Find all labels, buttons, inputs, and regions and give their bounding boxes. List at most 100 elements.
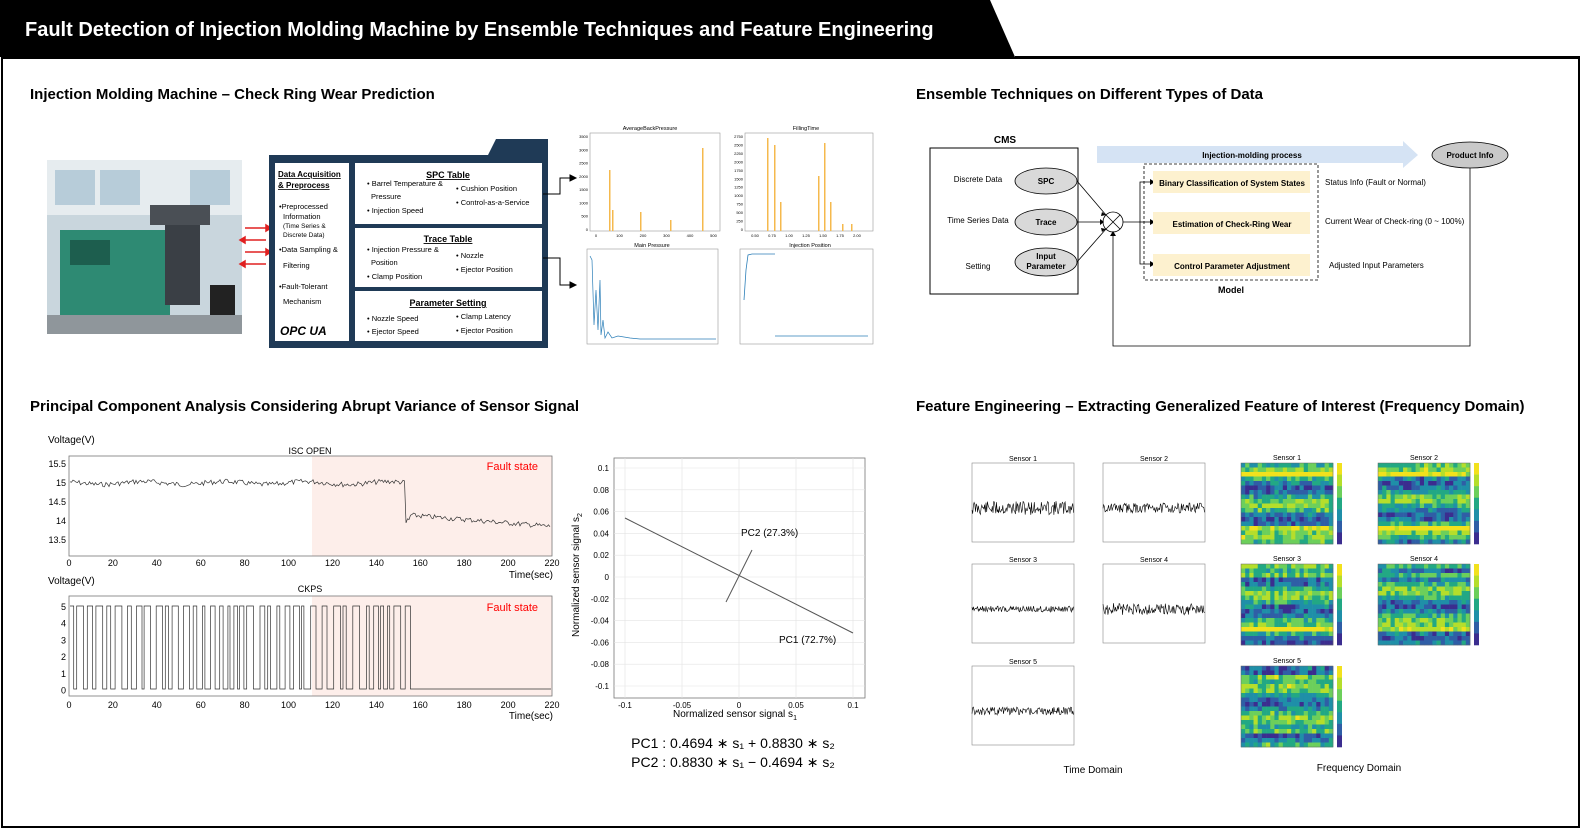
spectrogram-cell <box>1245 688 1250 694</box>
spectrogram-cell <box>1316 693 1321 698</box>
spectrogram-cell <box>1390 517 1396 522</box>
spectrogram-cell <box>1287 738 1292 743</box>
spectrogram-cell <box>1424 622 1429 628</box>
spectrogram-cell <box>1316 604 1321 610</box>
spectrogram-cell <box>1378 481 1383 486</box>
spectrogram-cell <box>1415 494 1421 500</box>
spectrogram-cell <box>1278 613 1284 619</box>
spectrogram-cell <box>1403 591 1408 596</box>
spectrogram-cell <box>1403 577 1408 583</box>
spectrogram-cell <box>1257 481 1263 486</box>
spectrogram-cell <box>1390 618 1396 623</box>
spectrogram-cell <box>1261 729 1267 734</box>
spectrogram-cell <box>1411 494 1416 500</box>
spectrogram-cell <box>1316 499 1321 504</box>
spectrogram-cell <box>1303 640 1309 646</box>
spectrogram-cell <box>1266 679 1271 685</box>
spectrogram-cell <box>1453 490 1458 495</box>
tick-label: -0.08 <box>591 660 610 669</box>
spectrogram-cell <box>1257 577 1263 583</box>
spectrogram-cell <box>1241 526 1246 531</box>
spectrogram-cell <box>1382 463 1387 468</box>
spectrogram-cell <box>1328 586 1334 592</box>
spectrogram-cell <box>1291 577 1296 583</box>
spectrogram-cell <box>1378 577 1383 583</box>
spectrogram-cell <box>1274 670 1279 676</box>
spectrogram-cell <box>1241 702 1246 707</box>
spectrogram-cell <box>1424 485 1429 491</box>
spectrogram-cell <box>1278 742 1284 748</box>
time-domain-label: Time Domain <box>1063 765 1122 776</box>
spectrogram-cell <box>1390 573 1396 578</box>
spectrogram-cell <box>1457 512 1462 518</box>
spectrogram-cell <box>1328 670 1334 676</box>
tick-label: 1500 <box>579 187 589 192</box>
section-title-feature: Feature Engineering – Extracting General… <box>916 398 1525 415</box>
spectrogram-cell <box>1390 494 1396 500</box>
spectrogram-cell <box>1398 627 1404 632</box>
spectrogram-cell <box>1449 467 1454 473</box>
spectrogram-cell <box>1270 517 1275 522</box>
trace-item: • Nozzle <box>456 251 484 260</box>
spectrogram-cell <box>1465 622 1471 628</box>
spectrogram-cell <box>1440 476 1446 482</box>
spectrogram-cell <box>1312 697 1317 703</box>
spectrogram-cell <box>1295 573 1300 578</box>
spectrogram-cell <box>1295 485 1300 491</box>
spectrogram-cell <box>1249 622 1254 628</box>
spectrogram-cell <box>1287 684 1292 689</box>
spectrogram-cell <box>1245 539 1250 545</box>
spectrogram-cell <box>1278 631 1284 637</box>
spectrogram-cell <box>1415 622 1421 628</box>
spectrogram-cell <box>1299 679 1305 685</box>
spectrogram-cell <box>1461 631 1467 637</box>
spectrogram-cell <box>1378 640 1383 646</box>
spectrogram-cell <box>1440 494 1446 500</box>
spectrogram-cell <box>1394 530 1400 536</box>
spectrogram-cell <box>1328 666 1334 671</box>
spectrogram-cell <box>1324 573 1330 578</box>
spectrogram-cell <box>1312 720 1317 725</box>
spectrogram-cell <box>1436 582 1442 587</box>
spectrogram-cell <box>1394 539 1400 545</box>
spectrogram-cell <box>1261 631 1267 637</box>
spectrogram-plot: Sensor 4 <box>1377 556 1479 646</box>
spectrogram-cell <box>1274 733 1279 739</box>
spectrogram-cell <box>1282 697 1288 703</box>
spectrogram-cell <box>1245 609 1250 614</box>
spectrogram-cell <box>1253 467 1259 473</box>
spectrogram-cell <box>1453 481 1458 486</box>
spectrogram-cell <box>1282 508 1288 513</box>
spectrogram-cell <box>1303 490 1309 495</box>
spectrogram-cell <box>1403 573 1408 578</box>
spectrogram-cell <box>1316 640 1321 646</box>
spectrogram-cell <box>1312 693 1317 698</box>
spectrogram-cell <box>1274 586 1279 592</box>
spectrogram-cell <box>1270 679 1275 685</box>
spectrogram-cell <box>1274 738 1279 743</box>
spectrogram-cell <box>1432 539 1437 545</box>
spectrogram-cell <box>1316 573 1321 578</box>
spectrogram-cell <box>1415 604 1421 610</box>
spectrogram-cell <box>1453 640 1458 646</box>
spectrogram-cell <box>1436 627 1442 632</box>
spectrogram-cell <box>1419 521 1425 527</box>
spectrogram-cell <box>1324 711 1330 716</box>
tick-label: -0.02 <box>591 595 610 604</box>
spectrogram-cell <box>1419 631 1425 637</box>
spectrogram-cell <box>1328 702 1334 707</box>
spectrogram-cell <box>1436 622 1442 628</box>
spectrogram-cell <box>1312 521 1317 527</box>
spectrogram-cell <box>1324 622 1330 628</box>
spectrogram-cell <box>1241 530 1246 536</box>
spectrogram-cell <box>1261 481 1267 486</box>
spectrogram-cell <box>1415 586 1421 592</box>
sensor-signal <box>971 706 1074 716</box>
spectrogram-cell <box>1398 499 1404 504</box>
spectrogram-cell <box>1253 670 1259 676</box>
spectrogram-cell <box>1378 499 1383 504</box>
tick-label: 1000 <box>734 193 744 198</box>
spectrogram-cell <box>1278 733 1284 739</box>
spectrogram-cell <box>1316 476 1321 482</box>
spectrogram-cell <box>1432 535 1437 540</box>
